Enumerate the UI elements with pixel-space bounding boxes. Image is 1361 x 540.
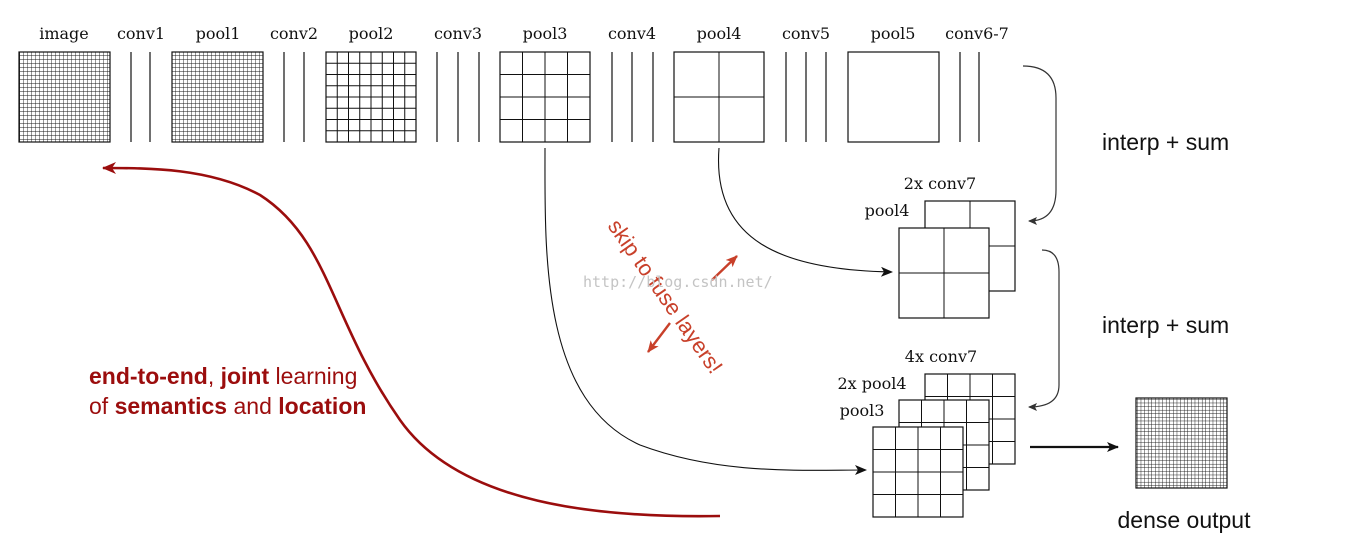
layer-labels: image conv1 pool1 conv2 pool2 conv3 pool… bbox=[39, 24, 1009, 43]
label-pool2: pool2 bbox=[349, 24, 394, 43]
label-2x-pool4: 2x pool4 bbox=[837, 374, 906, 393]
interp-sum-label-1: interp + sum bbox=[1102, 129, 1229, 155]
label-pool4: pool4 bbox=[697, 24, 742, 43]
label-image: image bbox=[39, 24, 89, 43]
label-conv4: conv4 bbox=[608, 24, 656, 43]
end-to-end-arrow bbox=[102, 162, 721, 518]
skip-label: skip to fuse layers! bbox=[603, 215, 728, 379]
label-stage1-pool4: pool4 bbox=[865, 201, 910, 220]
pool5-box bbox=[847, 51, 940, 143]
fuse-stage-2: 4x conv7 2x pool4 pool3 bbox=[837, 347, 1016, 518]
pool1-grid bbox=[171, 51, 264, 143]
label-conv3: conv3 bbox=[434, 24, 482, 43]
pool4-fuse-grid bbox=[898, 227, 990, 319]
label-2x-conv7: 2x conv7 bbox=[904, 174, 976, 193]
skip-connections bbox=[544, 147, 893, 476]
dense-output-label: dense output bbox=[1117, 507, 1251, 533]
pool3-fuse-grid bbox=[872, 426, 964, 518]
conv1-layers bbox=[130, 52, 151, 142]
interp-connector-1 bbox=[1022, 65, 1057, 225]
label-4x-conv7: 4x conv7 bbox=[905, 347, 977, 366]
conv5-layers bbox=[785, 52, 827, 142]
end-to-end-line-1: end-to-end, joint learning bbox=[89, 363, 357, 389]
pool2-grid bbox=[325, 51, 417, 143]
label-pool5: pool5 bbox=[871, 24, 916, 43]
label-conv1: conv1 bbox=[117, 24, 165, 43]
interp-sum-label-2: interp + sum bbox=[1102, 312, 1229, 338]
label-pool3: pool3 bbox=[523, 24, 568, 43]
interp-connector-2 bbox=[1028, 249, 1060, 411]
pool3-skip-curve bbox=[544, 147, 867, 476]
dense-output: dense output bbox=[1030, 397, 1251, 533]
layer-row bbox=[18, 51, 980, 143]
fuse-stage-1: 2x conv7 pool4 bbox=[865, 174, 1016, 319]
conv6-7-layers bbox=[959, 52, 980, 142]
skip-arrow-up bbox=[711, 255, 738, 281]
end-to-end-line-2: of semantics and location bbox=[89, 393, 366, 419]
pool4-grid bbox=[673, 51, 765, 143]
conv4-layers bbox=[611, 52, 654, 142]
conv3-layers bbox=[436, 52, 480, 142]
watermark: http://blog.csdn.net/ bbox=[583, 273, 773, 291]
label-conv6-7: conv6-7 bbox=[945, 24, 1009, 43]
pool4-skip-curve bbox=[717, 147, 893, 277]
label-stage2-pool3: pool3 bbox=[840, 401, 885, 420]
interp-sum-connectors bbox=[1022, 65, 1060, 411]
conv2-layers bbox=[283, 52, 305, 142]
skip-arrow-down bbox=[647, 322, 671, 353]
label-conv2: conv2 bbox=[270, 24, 318, 43]
dense-output-grid bbox=[1135, 397, 1228, 489]
label-pool1: pool1 bbox=[196, 24, 241, 43]
image-grid bbox=[18, 51, 111, 143]
skip-annotation: skip to fuse layers! bbox=[603, 215, 738, 379]
label-conv5: conv5 bbox=[782, 24, 830, 43]
pool3-grid bbox=[499, 51, 591, 143]
